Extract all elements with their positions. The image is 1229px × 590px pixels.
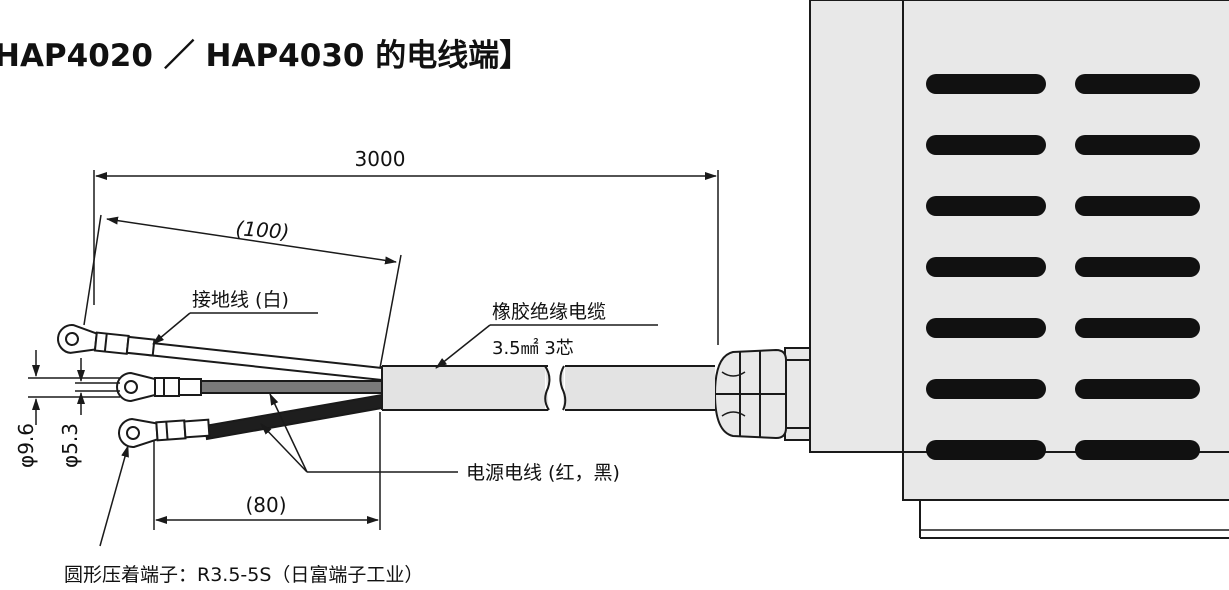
vent-slot-icon — [926, 135, 1046, 155]
label-cable-spec: 3.5㎟ 3芯 — [492, 337, 574, 359]
leader-power-wire — [260, 393, 458, 473]
label-power-wire: 电源电线 (红，黑) — [466, 462, 620, 484]
vent-slots — [926, 74, 1200, 460]
leader-ground-wire — [152, 312, 318, 345]
dim-strip-label: (100) — [235, 216, 290, 244]
vent-slot-icon — [1075, 440, 1200, 460]
rubber-cable — [381, 365, 715, 411]
label-ground-wire: 接地线 (白) — [192, 289, 289, 311]
vent-slot-icon — [926, 318, 1046, 338]
ring-terminal-icon — [57, 324, 211, 448]
vent-slot-icon — [1075, 135, 1200, 155]
dim-outer-diameter-label: φ9.6 — [14, 423, 38, 468]
cable-gland-icon — [713, 347, 811, 441]
dim-strip-length — [83, 214, 402, 369]
vent-slot-icon — [1075, 74, 1200, 94]
vent-slot-icon — [1075, 379, 1200, 399]
page-title: HAP4020 ／ HAP4030 的电线端】 — [0, 38, 530, 74]
vent-slot-icon — [1075, 318, 1200, 338]
vent-slot-icon — [1075, 196, 1200, 216]
vent-slot-icon — [1075, 257, 1200, 277]
dim-diameters — [28, 350, 120, 425]
label-terminal: 圆形压着端子：R3.5-5S（日富端子工业） — [64, 564, 423, 586]
vent-slot-icon — [926, 440, 1046, 460]
dim-overall-label: 3000 — [355, 147, 406, 171]
dim-terminal-length — [153, 412, 381, 530]
dim-hole-diameter-label: φ5.3 — [58, 423, 82, 468]
dim-overall-length — [93, 170, 719, 345]
vent-slot-icon — [926, 257, 1046, 277]
dim-terminal-label: (80) — [245, 493, 286, 517]
leader-terminal — [99, 445, 129, 547]
vent-slot-icon — [926, 74, 1046, 94]
vent-slot-icon — [926, 196, 1046, 216]
vent-slot-icon — [926, 379, 1046, 399]
leader-cable — [435, 324, 658, 369]
label-cable-name: 橡胶绝缘电缆 — [492, 301, 606, 323]
